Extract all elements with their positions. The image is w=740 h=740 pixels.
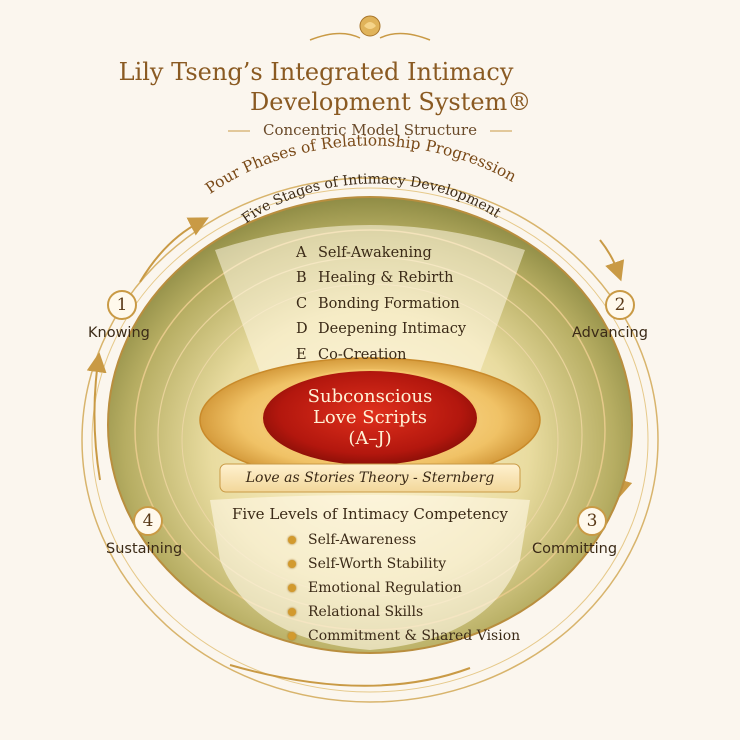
theory-label: Love as Stories Theory - Sternberg [245, 470, 495, 486]
phase-1-label: Knowing [88, 325, 150, 341]
theory-band [219, 463, 521, 493]
competency-heading: Five Levels of Intimacy Competency [232, 505, 508, 523]
page-title-line1: Lily Tseng’s Integrated Intimacy [118, 58, 514, 86]
list-item: Self-Awareness [288, 528, 520, 552]
bullet-icon [288, 584, 296, 592]
rose-ornament-icon [309, 15, 431, 41]
phase-4-label: Sustaining [106, 541, 183, 557]
arrow-knowing-advancing-icon [139, 217, 209, 283]
outer-orbit-ring-inner [91, 187, 649, 693]
phase-3-badge: 3 [577, 506, 607, 536]
list-item: Self-Worth Stability [288, 552, 520, 576]
bullet-icon [288, 608, 296, 616]
stages-panel [215, 225, 525, 372]
phase-2-label: Advancing [572, 325, 648, 341]
list-item: Emotional Regulation [288, 576, 520, 600]
bullet-icon [288, 632, 296, 640]
bullet-icon [288, 536, 296, 544]
phase-2-badge: 2 [605, 290, 635, 320]
page-title-line2: Development System® [250, 88, 532, 116]
bullet-icon [288, 560, 296, 568]
core-title: Subconscious Love Scripts (A–J) [307, 386, 433, 449]
page-subtitle: Concentric Model Structure [263, 121, 477, 139]
phase-4-badge: 4 [133, 506, 163, 536]
phase-1-badge: 1 [107, 290, 137, 320]
competency-list: Self-Awareness Self-Worth Stability Emot… [288, 528, 520, 648]
outer-orbit-ring [81, 177, 659, 703]
phase-3-label: Committing [532, 541, 618, 557]
arrow-sustaining-knowing-icon [86, 352, 107, 481]
list-item: Relational Skills [288, 600, 520, 624]
arrow-to-advancing-icon [599, 239, 625, 282]
arrow-bottom-sweep-icon [229, 664, 471, 687]
list-item: Commitment & Shared Vision [288, 624, 520, 648]
